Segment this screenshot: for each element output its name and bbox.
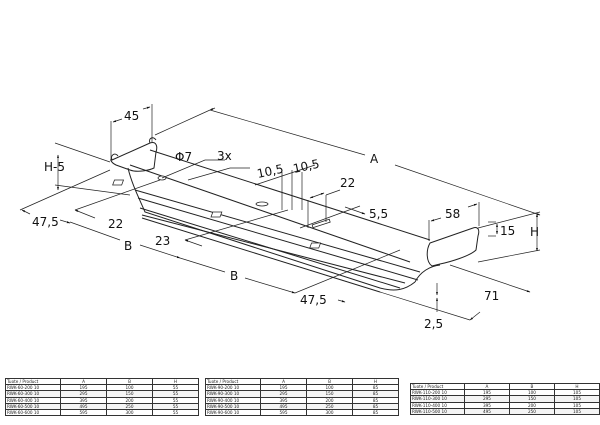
left-bracket-curl (111, 153, 119, 161)
left-bracket (110, 142, 158, 172)
plate-bottom-edge (141, 217, 381, 293)
dim-end-bracket-width: 58 (445, 207, 460, 221)
cell-b: 250 (508, 407, 555, 415)
dim-lip-height: 15 (500, 224, 515, 238)
dim-right-offset: 47,5 (300, 293, 327, 307)
hole-square (112, 179, 125, 186)
dim-slot-length: 22 (340, 176, 355, 190)
dim-hole-pitch-2: B (230, 269, 238, 283)
dim-slot-spacing-2: 10,5 (292, 157, 321, 176)
dimension-labels: 45 H-5 Φ7 3x 10,5 10,5 22 5,5 A 58 15 H … (32, 109, 539, 331)
dim-overall-length: A (370, 152, 379, 166)
right-bracket (426, 227, 480, 267)
cell-b: 300 (106, 408, 153, 417)
dim-plate-thickness: 2,5 (424, 317, 443, 331)
cell-product: RWK-60-600 10 (5, 408, 61, 417)
plate-front-edge (129, 164, 411, 263)
cell-h: 85 (352, 408, 399, 417)
hole-round (255, 201, 269, 207)
cell-a: 495 (463, 407, 510, 415)
dim-left-offset: 47,5 (32, 215, 59, 229)
cell-a: 595 (260, 408, 307, 417)
dim-overall-width: 71 (484, 289, 499, 303)
cell-product: RWK-90-600 10 (205, 408, 261, 417)
dim-slot-width: 5,5 (369, 207, 388, 221)
hole-square (309, 242, 322, 249)
left-bracket-curl (149, 137, 157, 144)
cell-a: 595 (60, 408, 107, 417)
hole-square (210, 211, 223, 218)
dimension-lines (19, 104, 541, 321)
dim-left-hole-offset: 22 (108, 217, 123, 231)
plate-rib-line (137, 197, 419, 281)
cell-b: 300 (306, 408, 353, 417)
dim-h-minus-5: H-5 (44, 160, 65, 174)
dim-slot-spacing-1: 10,5 (256, 162, 285, 181)
dim-hole-diameter: Φ7 (175, 150, 192, 164)
plate-rib-line (141, 214, 406, 284)
cell-h: 105 (553, 407, 600, 415)
cell-product: RWK-110-500 10 (410, 407, 465, 415)
plate-rib-line (134, 189, 421, 273)
dim-hole-pitch-1: B (124, 239, 132, 253)
technical-drawing: 45 H-5 Φ7 3x 10,5 10,5 22 5,5 A 58 15 H … (19, 104, 541, 331)
dim-hole-count: 3x (217, 149, 232, 163)
plate-back-edge (149, 149, 431, 241)
dim-45: 45 (124, 109, 139, 123)
plate-front-curve (127, 167, 416, 291)
dim-overall-height: H (530, 225, 539, 239)
cell-h: 55 (152, 408, 199, 417)
plate-body (110, 137, 480, 293)
right-bracket-foot (414, 264, 441, 283)
dim-edge-to-slot: 23 (155, 234, 170, 248)
